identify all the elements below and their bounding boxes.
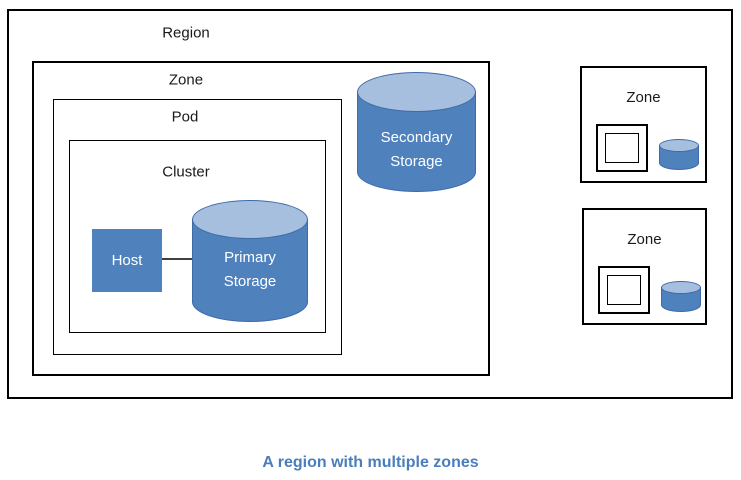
secondary-storage-label-line2: Storage [390,153,443,170]
secondary-storage-label-line1: Secondary [380,129,453,146]
primary-storage-label: Primary Storage [192,246,308,294]
primary-storage-label-line2: Storage [223,273,277,290]
diagram-caption: A region with multiple zones [262,454,479,471]
cylinder-body [357,92,476,192]
cylinder-top-ellipse [192,200,308,239]
cluster-label: Cluster [162,163,210,181]
host-box: Host [92,229,162,292]
small-zone-top-box: Zone [580,66,707,183]
primary-storage-label-line1: Primary [224,249,276,266]
cylinder-top-ellipse [661,281,701,294]
primary-storage-cylinder: Primary Storage [192,200,308,322]
pod-square [596,124,648,172]
cluster-square [607,275,641,305]
host-label: Host [111,252,143,269]
host-storage-connector-line [162,258,193,260]
secondary-storage-label: Secondary Storage [357,126,476,174]
cylinder-top-ellipse [357,72,476,112]
small-zone-bottom-box: Zone [582,208,707,325]
pod-label: Pod [171,108,199,126]
small-zone-top-label: Zone [626,89,661,106]
cluster-square [605,133,639,163]
small-storage-cylinder [661,281,701,312]
secondary-storage-cylinder: Secondary Storage [357,72,476,192]
cylinder-top-ellipse [659,139,699,152]
small-zone-bottom-label: Zone [627,231,662,248]
zone-label: Zone [168,71,204,89]
small-storage-cylinder [659,139,699,170]
region-label: Region [162,24,210,42]
pod-square [598,266,650,314]
